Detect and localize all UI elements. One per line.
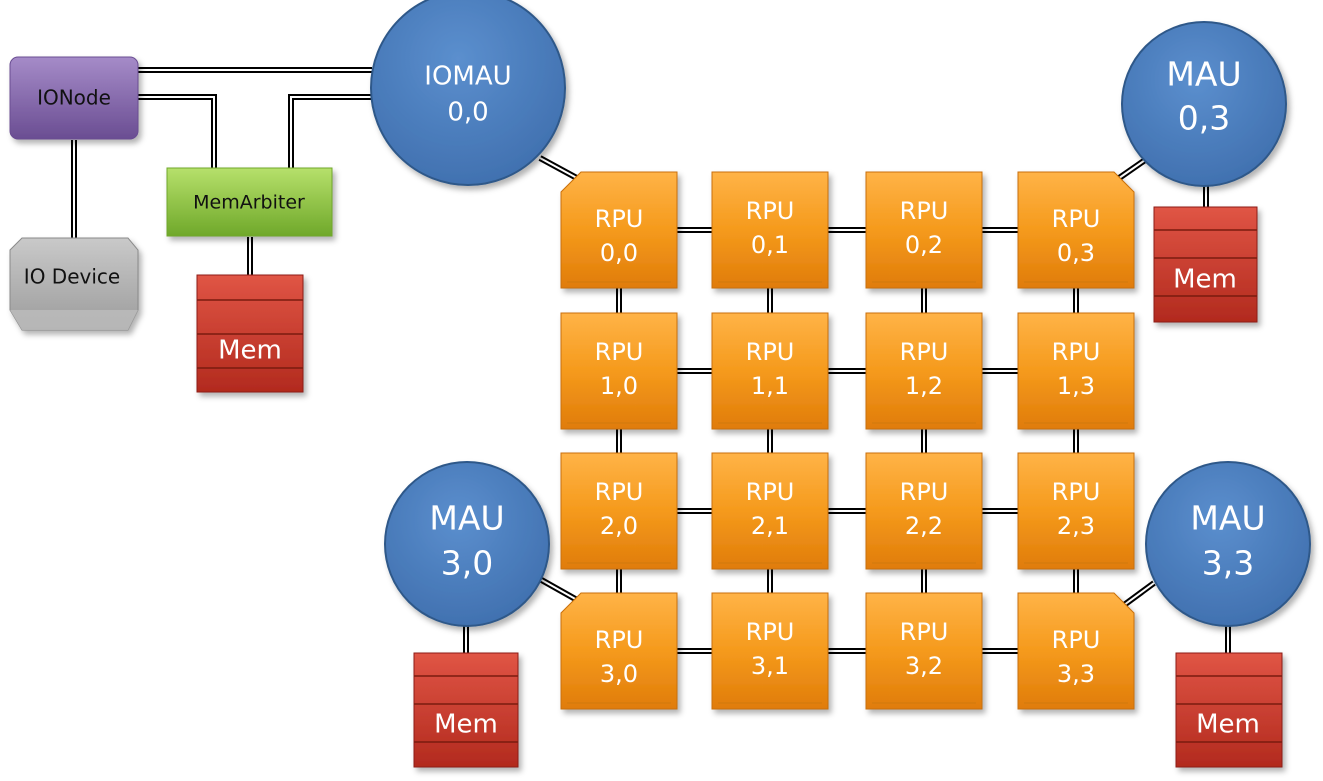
mau-label-line2: 3,3 xyxy=(1202,544,1254,583)
rpu-node xyxy=(1017,171,1135,289)
mem-label: Mem xyxy=(218,336,282,366)
rpu-label-line1: RPU xyxy=(746,197,795,225)
rpu-label-line2: 2,1 xyxy=(751,512,789,540)
rpu-node xyxy=(560,592,678,710)
rpu-label-line2: 0,0 xyxy=(600,239,638,267)
rpu-label-line1: RPU xyxy=(900,478,949,506)
link-ionode-memarbiter xyxy=(138,94,217,170)
mau-label-line1: MAU xyxy=(429,499,504,538)
io-device xyxy=(9,237,139,331)
link-memarbiter-iomau xyxy=(288,94,372,170)
rpu-label-line1: RPU xyxy=(1052,205,1101,233)
rpu-node xyxy=(865,171,983,289)
mem-block-mau03 xyxy=(1153,206,1258,323)
rpu-label-line2: 0,1 xyxy=(751,231,789,259)
rpu-node xyxy=(711,312,829,430)
rpu-label-line1: RPU xyxy=(595,338,644,366)
links-group xyxy=(71,67,1231,655)
mau-node-03 xyxy=(1121,21,1287,187)
rpu-node xyxy=(711,452,829,570)
ionode xyxy=(9,56,139,140)
mau-node-33 xyxy=(1145,461,1311,627)
mau-label-line1: MAU xyxy=(1190,499,1265,538)
rpu-label-line1: RPU xyxy=(1052,626,1101,654)
rpu-label-line2: 1,1 xyxy=(751,372,789,400)
mem-label: Mem xyxy=(1196,710,1260,740)
mem-arbiter xyxy=(166,167,333,237)
rpu-node xyxy=(711,171,829,289)
rpu-label-line1: RPU xyxy=(900,197,949,225)
rpu-label-line1: RPU xyxy=(900,618,949,646)
rpu-label-line2: 3,1 xyxy=(751,652,789,680)
mem-label: Mem xyxy=(434,710,498,740)
rpu-label-line1: RPU xyxy=(595,478,644,506)
mau-node-30 xyxy=(384,461,550,627)
mau-label-line2: 0,3 xyxy=(1178,99,1230,138)
rpu-label-line2: 3,3 xyxy=(1057,660,1095,688)
rpu-node xyxy=(865,592,983,710)
rpu-label-line1: RPU xyxy=(746,618,795,646)
rpu-node xyxy=(1017,592,1135,710)
mem-label: Mem xyxy=(1173,265,1237,295)
mem-arbiter-label: MemArbiter xyxy=(193,192,305,214)
ionode-label: IONode xyxy=(37,86,111,110)
mau-label-line1: MAU xyxy=(1166,55,1241,94)
mem-block-mau30 xyxy=(413,652,519,768)
rpu-label-line2: 0,2 xyxy=(905,231,943,259)
rpu-node xyxy=(711,592,829,710)
rpu-node xyxy=(560,171,678,289)
rpu-label-line2: 1,0 xyxy=(600,372,638,400)
mau-label-line2: 3,0 xyxy=(441,544,493,583)
rpu-node xyxy=(865,312,983,430)
iomau-label-line1: IOMAU xyxy=(424,62,511,92)
rpu-label-line2: 2,0 xyxy=(600,512,638,540)
iomau-label-line2: 0,0 xyxy=(447,98,488,128)
rpu-node xyxy=(560,452,678,570)
rpu-label-line2: 1,3 xyxy=(1057,372,1095,400)
rpu-node xyxy=(1017,312,1135,430)
rpu-label-line2: 2,2 xyxy=(905,512,943,540)
rpu-label-line1: RPU xyxy=(1052,338,1101,366)
rpu-label-line1: RPU xyxy=(1052,478,1101,506)
rpu-label-line1: RPU xyxy=(900,338,949,366)
rpu-label-line2: 3,2 xyxy=(905,652,943,680)
mem-block-arbiter xyxy=(196,274,304,393)
mem-block-mau33 xyxy=(1175,652,1283,768)
rpu-label-line2: 3,0 xyxy=(600,660,638,688)
rpu-label-line2: 2,3 xyxy=(1057,512,1095,540)
rpu-node xyxy=(560,312,678,430)
rpu-grid: RPU0,0RPU0,1RPU0,2RPU0,3RPU1,0RPU1,1RPU1… xyxy=(560,171,1135,710)
iomau-node xyxy=(370,0,566,186)
rpu-label-line2: 1,2 xyxy=(905,372,943,400)
rpu-label-line1: RPU xyxy=(595,626,644,654)
rpu-node xyxy=(1017,452,1135,570)
io-device-label: IO Device xyxy=(24,265,120,289)
rpu-label-line2: 0,3 xyxy=(1057,239,1095,267)
rpu-node xyxy=(865,452,983,570)
rpu-label-line1: RPU xyxy=(746,338,795,366)
rpu-label-line1: RPU xyxy=(746,478,795,506)
rpu-label-line1: RPU xyxy=(595,205,644,233)
